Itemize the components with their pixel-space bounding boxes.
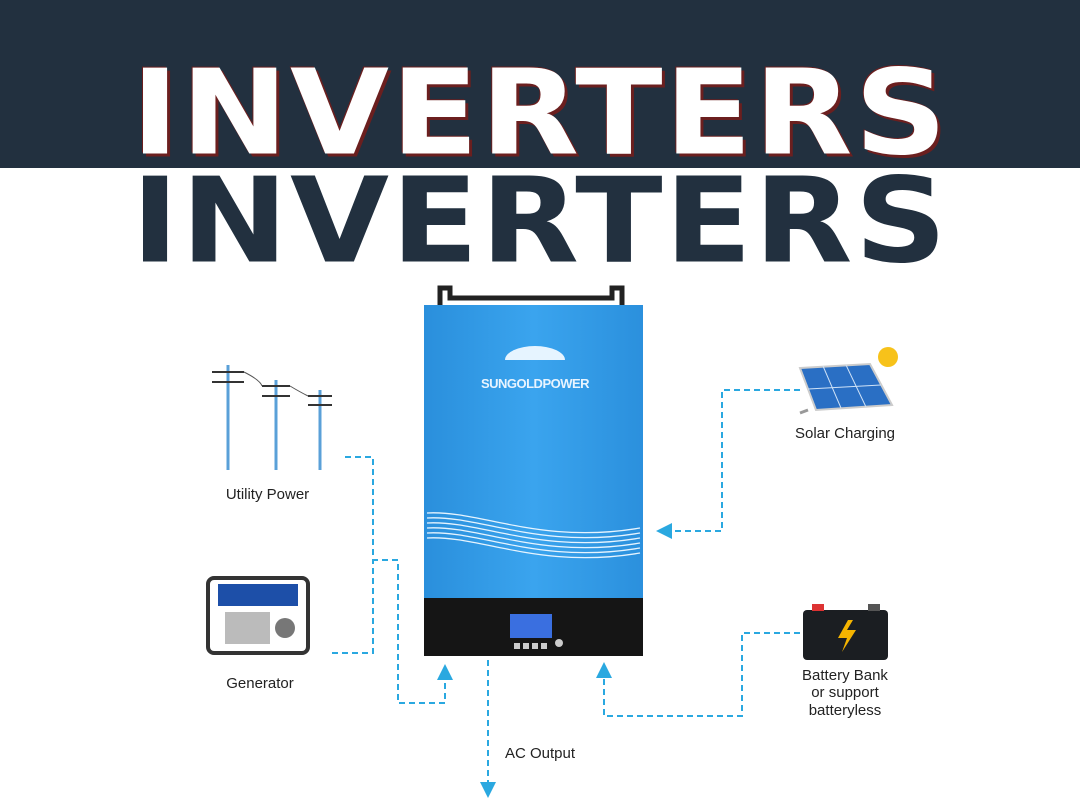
- ac-output-label: AC Output: [505, 745, 576, 762]
- solar-panel-icon: [798, 347, 898, 415]
- generator-line: [332, 560, 374, 654]
- page-title-shadow: INVERTERS: [131, 153, 949, 291]
- solar-charging-label: Solar Charging: [794, 425, 896, 442]
- utility-line: [345, 456, 453, 704]
- battery-icon: [803, 604, 888, 660]
- inverter-icon: [424, 285, 643, 656]
- header-band: [0, 0, 1080, 168]
- connection-lines: [332, 389, 800, 798]
- generator-icon: [206, 576, 310, 655]
- utility-power-label: Utility Power: [225, 486, 310, 503]
- battery-line: [596, 632, 800, 717]
- brand-logo: SUNGOLDPOWER: [480, 376, 590, 391]
- battery-bank-label: Battery Bank or support batteryless: [802, 667, 888, 719]
- page-title: INVERTERS: [131, 45, 949, 183]
- generator-label: Generator: [226, 675, 294, 692]
- utility-poles-icon: [212, 365, 332, 470]
- solar-line: [656, 389, 800, 539]
